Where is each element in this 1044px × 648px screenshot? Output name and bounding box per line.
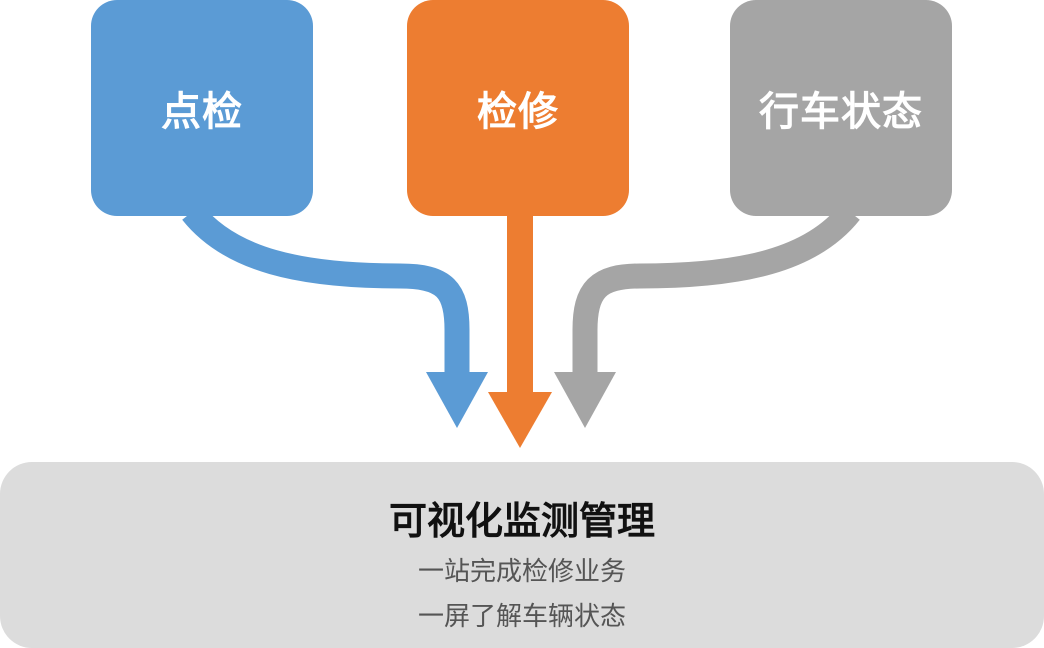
source-label-inspection: 点检	[161, 89, 243, 135]
source-label-vehicle-status: 行车状态	[759, 89, 923, 135]
target-title: 可视化监测管理	[388, 499, 655, 543]
target-panel	[0, 462, 1044, 648]
target-line-1: 一站完成检修业务	[417, 557, 626, 587]
arrow-inspection-shaft	[182, 203, 470, 378]
arrow-inspection-head	[426, 372, 488, 428]
source-box-inspection: 点检	[91, 0, 313, 216]
source-label-repair: 检修	[477, 89, 559, 135]
target-line-2: 一屏了解车辆状态	[417, 602, 626, 632]
arrow-repair-head	[488, 392, 552, 448]
arrow-repair-shaft	[507, 210, 533, 396]
source-box-repair: 检修	[407, 0, 629, 216]
arrow-status-shaft	[572, 203, 860, 378]
arrow-status-head	[554, 372, 616, 428]
source-box-vehicle-status: 行车状态	[730, 0, 952, 216]
